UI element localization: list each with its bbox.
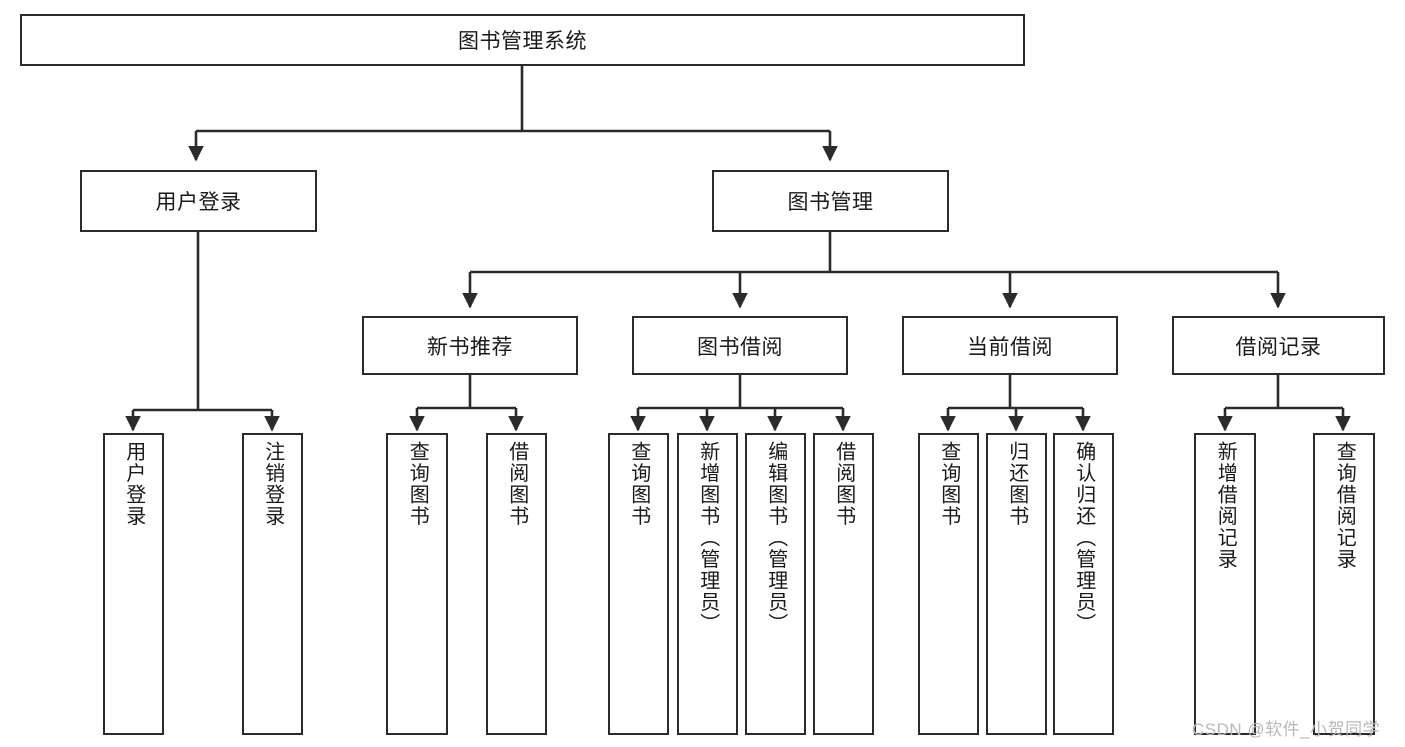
node-borrow-record[interactable]: 借阅记录	[1172, 316, 1385, 375]
leaf-borrow-book-2-label: 借阅图书	[832, 441, 855, 527]
leaf-add-record[interactable]: 新增借阅记录	[1194, 433, 1256, 735]
node-root-label: 图书管理系统	[458, 30, 587, 53]
leaf-query-book-2-label: 查询图书	[627, 441, 650, 527]
node-current-borrow-label: 当前借阅	[967, 335, 1053, 359]
leaf-logout-login[interactable]: 注销登录	[242, 433, 303, 735]
leaf-confirm-return-label: 确认归还（管理员）	[1072, 441, 1095, 635]
node-book-manage[interactable]: 图书管理	[712, 170, 949, 232]
leaf-add-book-label: 新增图书（管理员）	[696, 441, 719, 635]
leaf-return-book[interactable]: 归还图书	[986, 433, 1047, 735]
node-current-borrow[interactable]: 当前借阅	[902, 316, 1118, 375]
node-new-book-recommend[interactable]: 新书推荐	[362, 316, 578, 375]
leaf-confirm-return[interactable]: 确认归还（管理员）	[1053, 433, 1114, 735]
node-new-book-recommend-label: 新书推荐	[427, 335, 513, 359]
node-user-login-label: 用户登录	[155, 191, 242, 214]
leaf-edit-book-label: 编辑图书（管理员）	[764, 441, 787, 635]
node-book-manage-label: 图书管理	[787, 191, 874, 214]
leaf-borrow-book-1[interactable]: 借阅图书	[486, 433, 547, 735]
leaf-edit-book[interactable]: 编辑图书（管理员）	[745, 433, 806, 735]
node-user-login[interactable]: 用户登录	[80, 170, 317, 232]
leaf-add-record-label: 新增借阅记录	[1214, 441, 1237, 570]
leaf-query-book-2[interactable]: 查询图书	[608, 433, 669, 735]
leaf-add-book[interactable]: 新增图书（管理员）	[677, 433, 738, 735]
node-borrow-record-label: 借阅记录	[1235, 335, 1322, 359]
leaf-user-login-label: 用户登录	[122, 441, 145, 527]
leaf-query-record[interactable]: 查询借阅记录	[1313, 433, 1375, 735]
leaf-return-book-label: 归还图书	[1005, 441, 1028, 527]
watermark: CSDN @软件_小贺同学	[1192, 720, 1381, 739]
leaf-query-book-1-label: 查询图书	[406, 441, 429, 527]
leaf-query-book-1[interactable]: 查询图书	[386, 433, 448, 735]
node-book-borrow[interactable]: 图书借阅	[632, 316, 848, 375]
leaf-query-book-3-label: 查询图书	[937, 441, 960, 527]
node-root[interactable]: 图书管理系统	[20, 14, 1025, 66]
node-book-borrow-label: 图书借阅	[697, 335, 783, 359]
leaf-user-login[interactable]: 用户登录	[103, 433, 164, 735]
leaf-logout-login-label: 注销登录	[261, 441, 284, 527]
leaf-query-book-3[interactable]: 查询图书	[918, 433, 979, 735]
leaf-borrow-book-1-label: 借阅图书	[505, 441, 528, 527]
leaf-borrow-book-2[interactable]: 借阅图书	[813, 433, 874, 735]
leaf-query-record-label: 查询借阅记录	[1333, 441, 1356, 570]
